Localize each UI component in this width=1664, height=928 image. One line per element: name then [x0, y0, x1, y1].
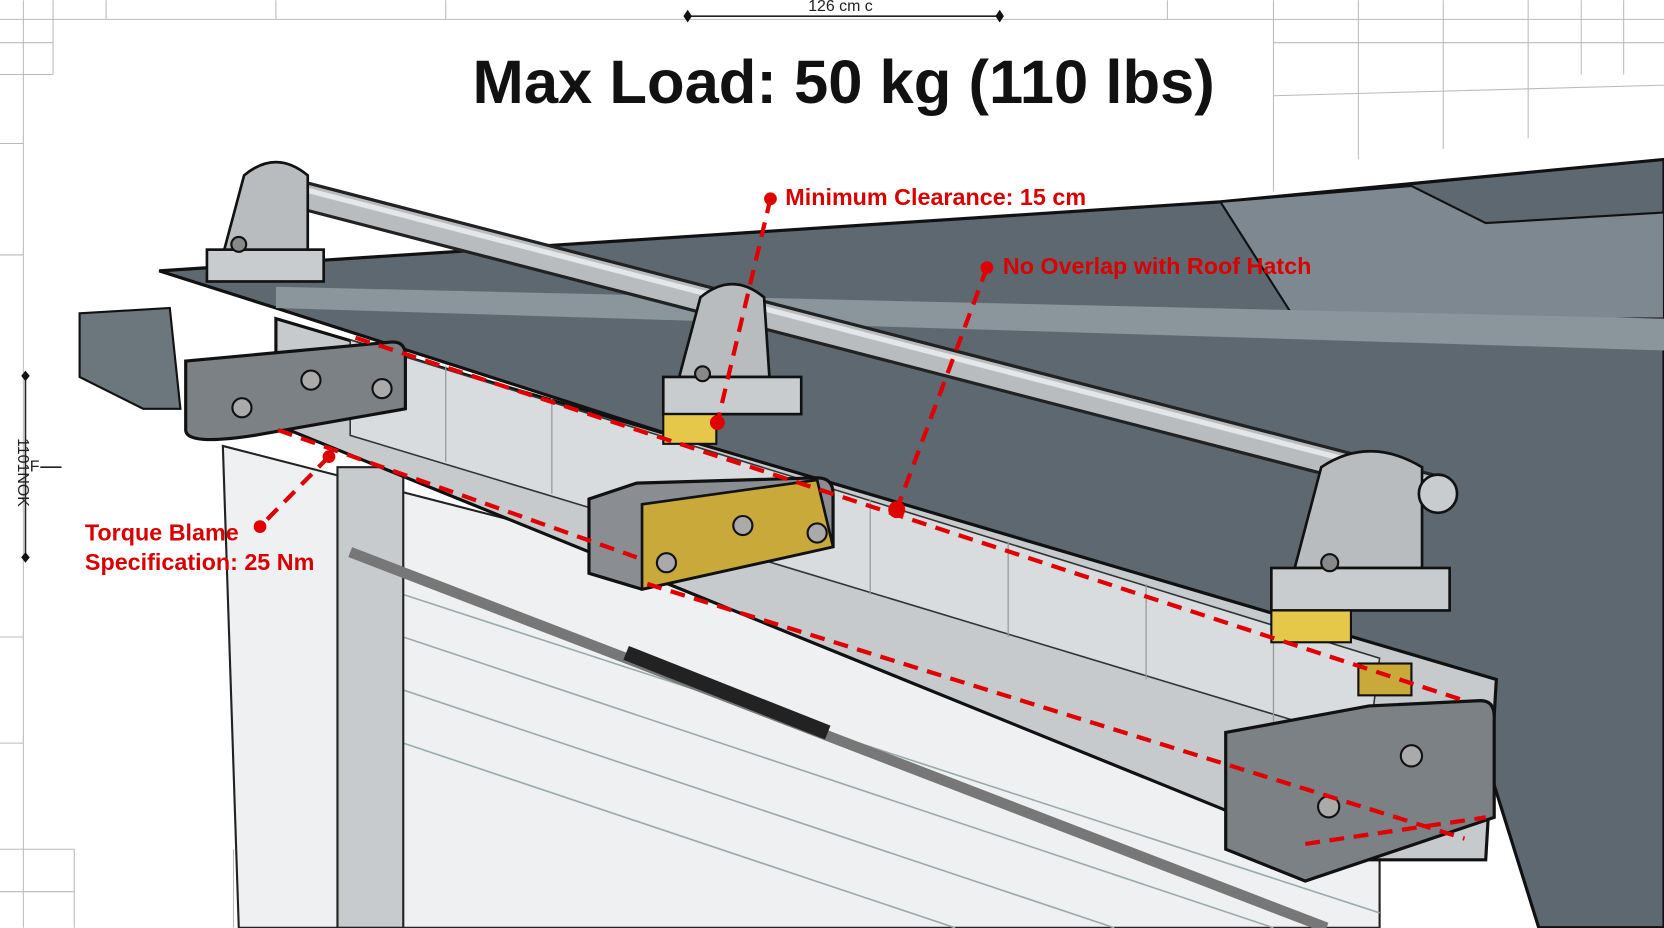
page-title: Max Load: 50 kg (110 lbs)	[473, 48, 1215, 117]
clearance-guides	[258, 198, 1487, 847]
callout-roof-hatch: No Overlap with Roof Hatch	[980, 253, 1311, 279]
rod-grip	[623, 645, 831, 740]
sliding-door-rod	[348, 547, 1329, 928]
callout-minimum-clearance: Minimum Clearance: 15 cm	[764, 184, 1086, 210]
door-frame-left	[336, 466, 405, 928]
clamp-bracket-left	[184, 340, 407, 442]
callout-label: Minimum Clearance: 15 cm	[785, 184, 1086, 210]
left-dimension: 1101NOK F	[14, 370, 62, 563]
callout-label: No Overlap with Roof Hatch	[1003, 253, 1311, 279]
left-dimension-marker: F	[30, 458, 40, 475]
rail-foot-left	[205, 160, 326, 283]
callout-torque-spec: Torque Blame Specification: 25 Nm	[85, 519, 314, 575]
callout-label-line2: Specification: 25 Nm	[85, 549, 314, 575]
door-panel-lines	[403, 593, 1380, 928]
left-dimension-label: 1101NOK	[14, 438, 31, 507]
top-dimension-label: 126 cm c	[808, 0, 873, 15]
callout-label-line1: Torque Blame	[85, 519, 239, 545]
clamp-bracket-middle	[587, 476, 835, 591]
clamp-bracket-right	[1224, 662, 1496, 883]
front-cap	[78, 306, 182, 410]
top-dimension: 126 cm c	[683, 0, 1004, 23]
rail-foot-right	[1270, 450, 1459, 644]
